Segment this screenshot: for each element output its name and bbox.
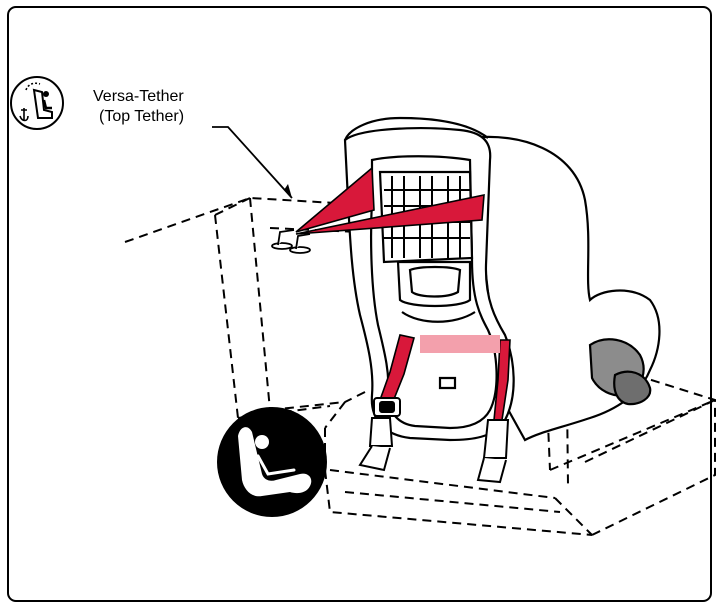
strap-behind-shell [420, 335, 500, 353]
top-tether-anchor-icon [11, 77, 63, 129]
tether-label-line2: (Top Tether) [93, 107, 184, 127]
strap-adjuster [374, 398, 400, 416]
latch-car-seat-icon [217, 407, 327, 517]
callout-arrowhead [284, 184, 292, 198]
tether-callout-label: Versa-Tether (Top Tether) [93, 87, 184, 127]
callout-leader [212, 127, 292, 198]
tether-label-line1: Versa-Tether [93, 87, 184, 107]
